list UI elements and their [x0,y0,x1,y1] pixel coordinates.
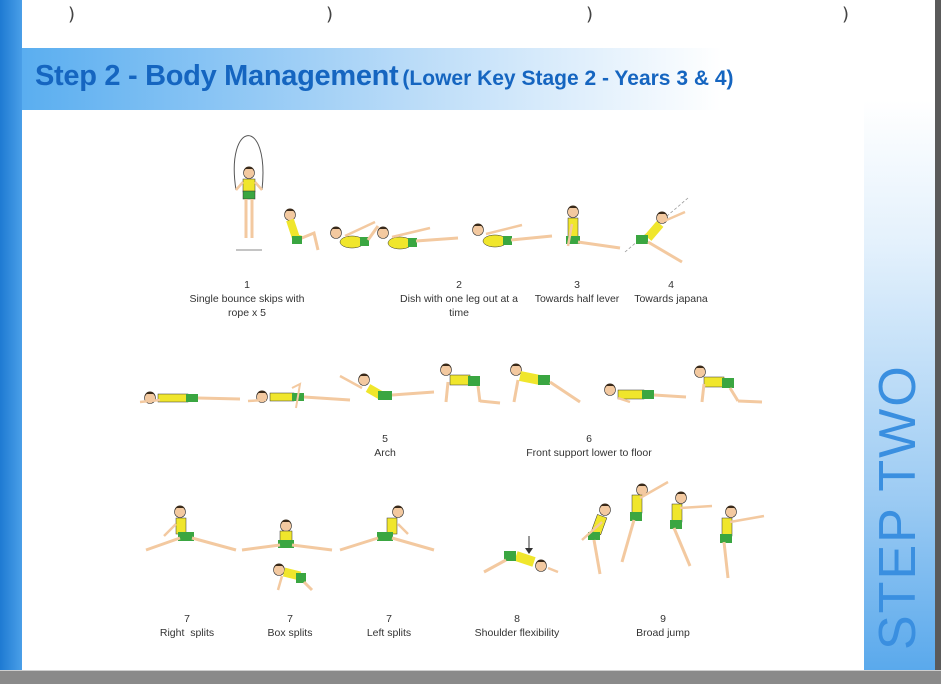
page-title: Step 2 - Body Management(Lower Key Stage… [35,60,734,93]
figure-arch-1 [139,391,241,404]
figure-japana [624,197,689,264]
caption-japana: 4 Towards japana [634,279,708,305]
side-strip [864,100,935,670]
figure-dish-4 [472,223,553,248]
binder-hole-icon: ) [586,4,594,25]
caption-arch: 5 Arch [374,433,396,459]
viewer-bottom-bar [0,670,941,684]
page: ) ) ) ) Step 2 - Body Management(Lower K… [0,0,935,670]
caption-dish: 2 Dish with one leg out at a time [400,279,518,319]
caption-single-bounce-skips: 1 Single bounce skips with rope x 5 [189,279,305,319]
figure-shoulder-flexibility [483,536,559,574]
figure-right-splits [145,505,237,552]
binder-hole-icon: ) [326,4,334,25]
figure-rope-skip [233,135,264,251]
figure-front-support-4 [694,365,763,404]
figure-front-support-1 [440,363,501,405]
title-main: Step 2 - Body Management [35,60,399,92]
caption-shoulder-flexibility: 8 Shoulder flexibility [474,613,560,639]
header-band [22,48,722,110]
figure-box-splits [241,519,333,592]
figure-dish-2 [330,220,380,249]
window-edge [935,0,941,670]
figure-arch-2 [247,382,351,409]
figure-arch-3 [339,373,435,400]
figure-half-lever [566,205,621,250]
figure-dish-1 [284,208,320,251]
caption-left-splits: 7 Left splits [366,613,412,639]
caption-right-splits: 7 Right splits [159,613,215,639]
caption-broad-jump: 9 Broad jump [636,613,690,639]
figure-front-support-2 [510,363,581,404]
caption-box-splits: 7 Box splits [267,613,313,639]
caption-half-lever: 3 Towards half lever [534,279,620,305]
figure-left-splits [339,505,435,552]
gymnastics-illustrations [139,135,765,592]
binder-hole-icon: ) [842,4,850,25]
binder-hole-icon: ) [68,4,76,25]
figure-dish-3 [377,226,459,250]
figure-broad-jump [581,480,765,579]
left-accent-bar [0,0,22,670]
title-subtitle: (Lower Key Stage 2 - Years 3 & 4) [402,67,734,90]
caption-front-support: 6 Front support lower to floor [526,433,652,459]
figure-front-support-3 [604,383,687,404]
